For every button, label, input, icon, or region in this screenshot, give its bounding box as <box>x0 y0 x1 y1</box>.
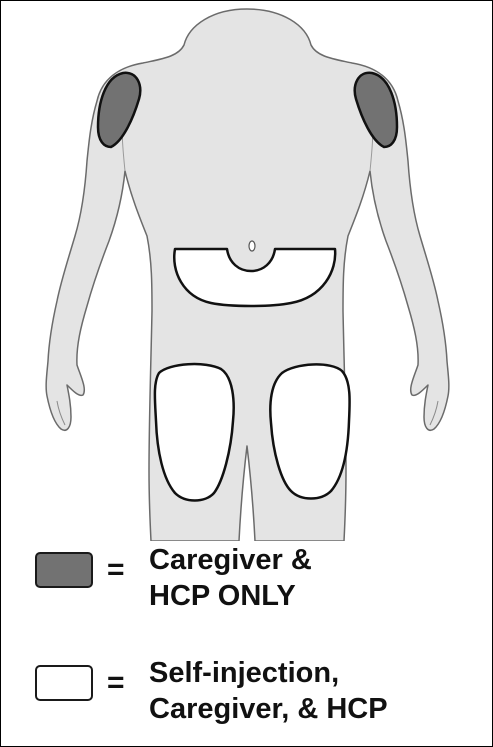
body-outline-svg <box>1 1 493 541</box>
navel <box>249 241 255 251</box>
legend-equals-sign: = <box>107 552 131 588</box>
legend-label-line1: Self-injection, <box>149 655 388 691</box>
legend-label: Self-injection, Caregiver, & HCP <box>149 655 388 727</box>
left-thigh-zone <box>155 364 234 500</box>
legend-label-line2: HCP ONLY <box>149 578 312 614</box>
body-figure <box>1 1 493 541</box>
right-thigh-zone <box>270 364 349 498</box>
legend-self-injection: = Self-injection, Caregiver, & HCP <box>35 655 388 727</box>
legend-label: Caregiver & HCP ONLY <box>149 542 312 614</box>
legend-label-line2: Caregiver, & HCP <box>149 691 388 727</box>
legend-swatch-white <box>35 665 93 701</box>
legend-swatch-gray <box>35 552 93 588</box>
legend-label-line1: Caregiver & <box>149 542 312 578</box>
legend-equals-sign: = <box>107 665 131 701</box>
legend-caregiver-hcp-only: = Caregiver & HCP ONLY <box>35 542 312 614</box>
